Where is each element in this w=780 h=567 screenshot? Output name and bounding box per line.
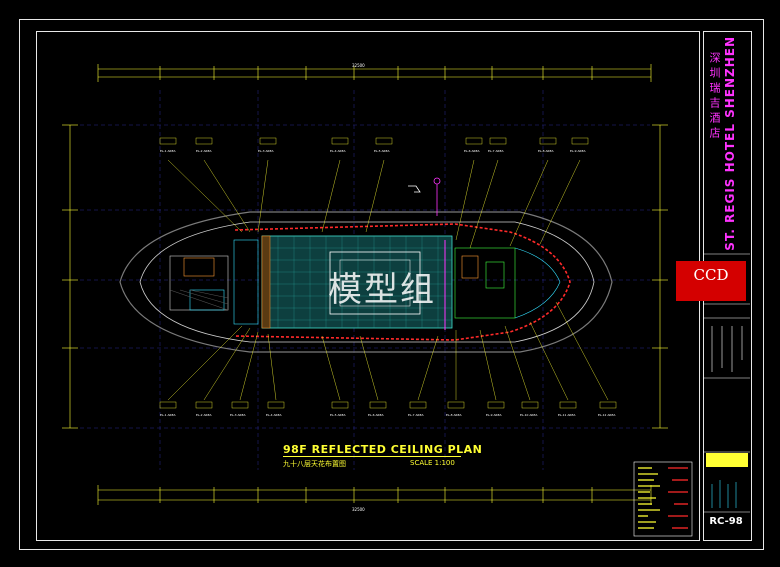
svg-text:EL-2 AREA: EL-2 AREA [196,149,212,153]
svg-text:EL-4 AREA: EL-4 AREA [330,149,346,153]
svg-text:EL-7 AREA: EL-7 AREA [488,149,504,153]
svg-text:EL-3 AREA: EL-3 AREA [258,149,274,153]
svg-text:EL-2 AREA: EL-2 AREA [196,413,212,417]
svg-text:EL-8 AREA: EL-8 AREA [446,413,462,417]
svg-text:EL-6 AREA: EL-6 AREA [368,413,384,417]
bottom-dimension-ticks [97,485,652,505]
legend-table [633,461,693,537]
svg-text:EL-8 AREA: EL-8 AREA [538,149,554,153]
svg-text:EL-4 AREA: EL-4 AREA [266,413,282,417]
svg-text:EL-9 AREA: EL-9 AREA [486,413,502,417]
bottom-callouts [159,301,617,409]
structural-grid [80,90,650,470]
svg-text:EL-12 AREA: EL-12 AREA [598,413,616,417]
main-hall-ceiling [261,235,453,329]
svg-text:EL-9 AREA: EL-9 AREA [570,149,586,153]
svg-text:EL-11 AREA: EL-11 AREA [558,413,576,417]
building-outline [119,211,613,353]
title-block-stamp [711,326,743,372]
left-core [169,239,259,325]
firm-logo-text: CCD [693,266,729,284]
bottom-callout-text: EL-1 AREA EL-2 AREA EL-3 AREA EL-4 AREA EL… [160,413,616,417]
svg-text:EL-5 AREA: EL-5 AREA [374,149,390,153]
section-marker-icon [408,185,421,193]
title-block-notes [711,480,737,508]
svg-text:EL-10 AREA: EL-10 AREA [520,413,538,417]
total-dimension-label: 32500 [352,63,365,68]
svg-text:EL-3 AREA: EL-3 AREA [230,413,246,417]
total-dimension-label-bottom: 32500 [352,507,365,512]
hotel-name-en: ST. REGIS HOTEL SHENZHEN [723,36,737,251]
firm-logo: CCD [676,261,746,301]
outer-border [19,19,764,550]
left-dimension-chain [62,124,78,429]
top-dimension-chain [97,64,652,82]
drawing-title: 98F REFLECTED CEILING PLAN [283,443,483,456]
north-arrow-icon [433,177,441,216]
svg-text:EL-1 AREA: EL-1 AREA [160,149,176,153]
svg-text:EL-7 AREA: EL-7 AREA [408,413,424,417]
bottom-dimension-chain [97,485,652,505]
right-dimension-chain [652,124,668,429]
svg-text:EL-1 AREA: EL-1 AREA [160,413,176,417]
title-block-yellow-bar [706,453,748,467]
svg-text:EL-5 AREA: EL-5 AREA [330,413,346,417]
drawing-scale: SCALE 1:100 [410,459,455,467]
drawing-title-cn: 九十八层天花布置图 [283,460,346,468]
hotel-name-cn: 深圳瑞吉酒店 [708,52,721,142]
right-service-area [444,240,561,330]
top-callouts [159,137,589,249]
top-dimension-ticks [97,64,652,82]
title-block-lines [703,253,750,513]
top-callout-text: EL-1 AREA EL-2 AREA EL-3 AREA EL-4 AREA EL… [160,149,586,153]
title-underline [283,456,461,457]
sheet-number: RC-98 [709,516,743,527]
svg-text:EL-6 AREA: EL-6 AREA [464,149,480,153]
watermark-text: 模型组 [328,270,436,310]
